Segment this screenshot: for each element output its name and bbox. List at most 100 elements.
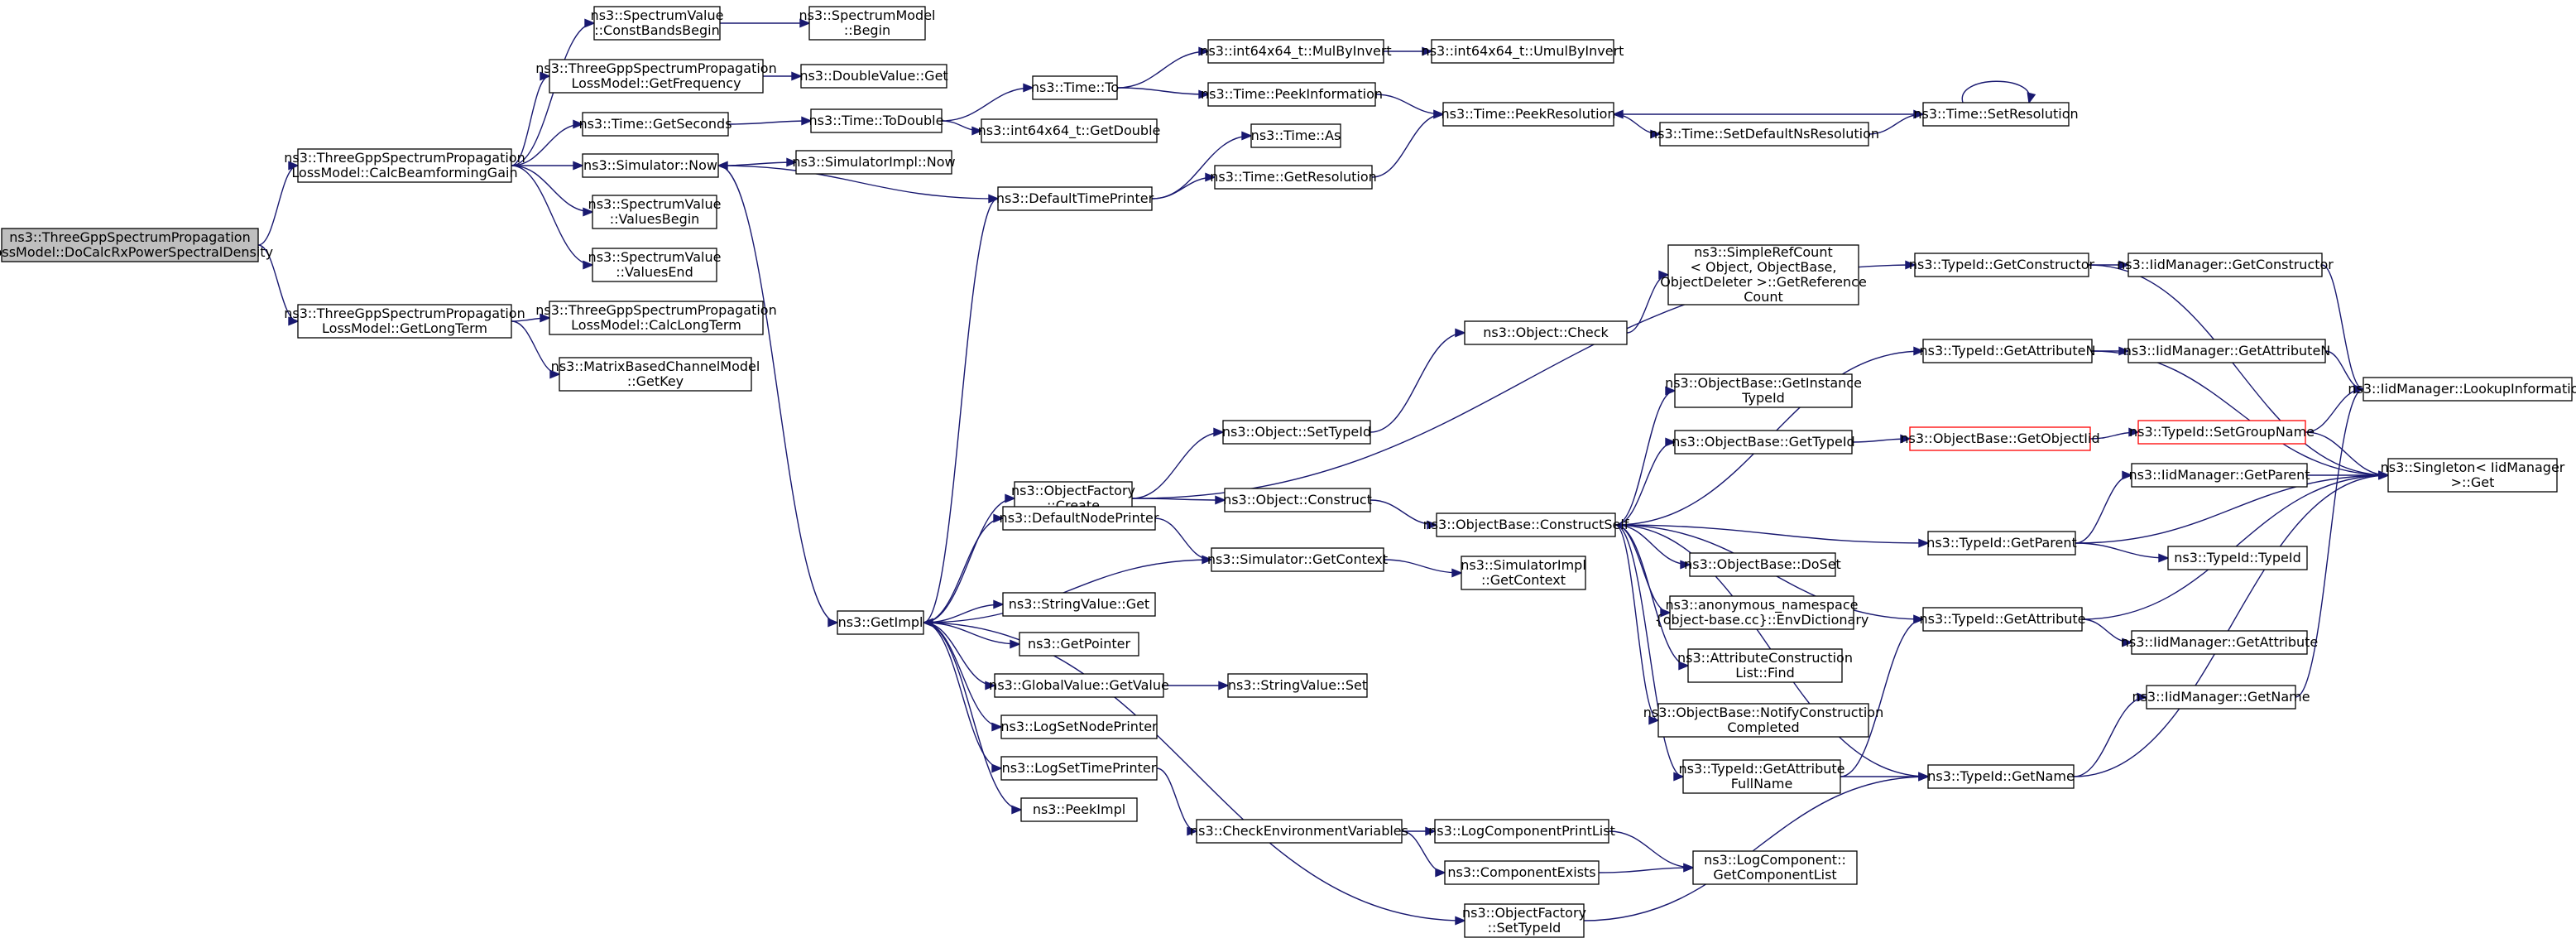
- node-simGetCtx[interactable]: ns3::Simulator::GetContext: [1207, 547, 1388, 572]
- node-obGetTid[interactable]: ns3::ObjectBase::GetTypeId: [1672, 430, 1855, 455]
- node-objSetTid[interactable]: ns3::Object::SetTypeId: [1222, 420, 1371, 445]
- node-checkEnv[interactable]: ns3::CheckEnvironmentVariables: [1190, 819, 1408, 844]
- edge-line: [257, 165, 299, 246]
- node-label: ns3::ObjectBase::GetInstance: [1665, 375, 1862, 391]
- node-root[interactable]: ns3::ThreeGppSpectrumPropagationLossMode…: [0, 228, 273, 262]
- node-timeTo[interactable]: ns3::Time::To: [1031, 75, 1119, 100]
- node-iidGetName[interactable]: ns3::IidManager::GetName: [2132, 685, 2310, 710]
- node-svSet[interactable]: ns3::StringValue::Set: [1227, 673, 1368, 698]
- node-ofSetTid[interactable]: ns3::ObjectFactory::SetTypeId: [1462, 903, 1586, 938]
- node-tidTid[interactable]: ns3::TypeId::TypeId: [2167, 546, 2308, 570]
- node-svGet[interactable]: ns3::StringValue::Get: [1002, 592, 1156, 617]
- node-mulByInv[interactable]: ns3::int64x64_t::MulByInvert: [1200, 39, 1392, 64]
- node-label: ns3::SimpleRefCount: [1694, 244, 1832, 260]
- node-iidGetParent[interactable]: ns3::IidManager::GetParent: [2128, 463, 2310, 488]
- edge-obConstructSelf-obGetInstTid: [1614, 386, 1677, 526]
- node-logCompPrint[interactable]: ns3::LogComponentPrintList: [1428, 819, 1615, 844]
- node-getAttrN[interactable]: ns3::TypeId::GetAttributeN: [1920, 339, 2096, 363]
- node-tidGetAttr[interactable]: ns3::TypeId::GetAttribute: [1919, 607, 2086, 632]
- node-label: ns3::Singleton< IidManager: [2381, 459, 2565, 475]
- node-label: ns3::TypeId::GetName: [1927, 768, 2075, 784]
- node-logSetNP[interactable]: ns3::LogSetNodePrinter: [1000, 714, 1158, 739]
- node-obDoSet[interactable]: ns3::ObjectBase::DoSet: [1684, 552, 1841, 577]
- node-logCompGetList[interactable]: ns3::LogComponent::GetComponentList: [1692, 850, 1858, 885]
- node-simImplGetCtx[interactable]: ns3::SimulatorImpl::GetContext: [1461, 556, 1586, 590]
- node-defTP[interactable]: ns3::DefaultTimePrinter: [996, 186, 1154, 211]
- node-objCheck[interactable]: ns3::Object::Check: [1464, 320, 1628, 345]
- node-smBegin[interactable]: ns3::SpectrumModel::Begin: [799, 6, 936, 41]
- node-getLT[interactable]: ns3::ThreeGppSpectrumPropagationLossMode…: [284, 304, 525, 339]
- node-setDefNs[interactable]: ns3::Time::SetDefaultNsResolution: [1649, 122, 1879, 147]
- node-calcLT[interactable]: ns3::ThreeGppSpectrumPropagationLossMode…: [535, 301, 777, 335]
- call-edges: [257, 18, 2390, 926]
- node-peekRes[interactable]: ns3::Time::PeekResolution: [1441, 102, 1616, 127]
- node-box: [1669, 595, 1854, 630]
- node-gvGetValue[interactable]: ns3::GlobalValue::GetValue: [989, 673, 1169, 698]
- node-box: [549, 301, 764, 335]
- node-compExists[interactable]: ns3::ComponentExists: [1444, 860, 1600, 885]
- edge-getImpl-gvGetValue: [923, 622, 996, 690]
- edge-root-getLT: [257, 244, 300, 326]
- node-toDouble[interactable]: ns3::Time::ToDouble: [809, 108, 944, 133]
- node-calcBF[interactable]: ns3::ThreeGppSpectrumPropagationLossMode…: [284, 148, 525, 183]
- node-iidGetCtor[interactable]: ns3::IidManager::GetConstructor: [2117, 253, 2334, 277]
- edge-arrow: [583, 207, 594, 217]
- edge-arrow: [1451, 568, 1463, 578]
- node-setRes[interactable]: ns3::Time::SetResolution: [1913, 102, 2079, 127]
- node-defNP[interactable]: ns3::DefaultNodePrinter: [1000, 506, 1159, 531]
- node-label: ns3::Simulator::GetContext: [1207, 551, 1388, 567]
- node-box: [1927, 531, 2076, 556]
- node-cbb[interactable]: ns3::SpectrumValue::ConstBandsBegin: [591, 6, 724, 41]
- node-valBegin[interactable]: ns3::SpectrumValue::ValuesBegin: [588, 195, 722, 229]
- edge-arrow: [1218, 681, 1230, 690]
- node-box: [1922, 339, 2093, 363]
- node-getCtor[interactable]: ns3::TypeId::GetConstructor: [1909, 253, 2095, 277]
- node-getFreq[interactable]: ns3::ThreeGppSpectrumPropagationLossMode…: [535, 59, 777, 94]
- node-box: [1674, 430, 1853, 455]
- node-obConstructSelf[interactable]: ns3::ObjectBase::ConstructSelf: [1423, 512, 1629, 537]
- node-iidGetAttrN[interactable]: ns3::IidManager::GetAttributeN: [2123, 339, 2331, 363]
- node-obGetObjTid[interactable]: ns3::ObjectBase::GetObjectIid: [1900, 426, 2100, 451]
- node-peekInfo[interactable]: ns3::Time::PeekInformation: [1201, 82, 1383, 107]
- node-getDouble[interactable]: ns3::int64x64_t::GetDouble: [978, 118, 1161, 143]
- node-box: [1659, 122, 1869, 147]
- node-getPointer[interactable]: ns3::GetPointer: [1019, 632, 1139, 657]
- node-getImpl[interactable]: ns3::GetImpl: [837, 610, 924, 635]
- node-simNow[interactable]: ns3::Simulator::Now: [582, 153, 719, 178]
- node-ofCreate[interactable]: ns3::ObjectFactory::Create: [1011, 481, 1135, 516]
- node-iidGetAttr[interactable]: ns3::IidManager::GetAttribute: [2121, 630, 2319, 655]
- node-tidGetParent[interactable]: ns3::TypeId::GetParent: [1926, 531, 2077, 556]
- node-label: ::SetTypeId: [1488, 920, 1561, 936]
- node-label: ns3::IidManager::GetName: [2132, 689, 2310, 705]
- node-logSetTP[interactable]: ns3::LogSetTimePrinter: [1000, 756, 1158, 781]
- node-simImplNow[interactable]: ns3::SimulatorImpl::Now: [792, 150, 956, 175]
- node-box: [1227, 673, 1368, 698]
- node-valEnd[interactable]: ns3::SpectrumValue::ValuesEnd: [588, 248, 722, 282]
- edge-setRes-setRes: [1961, 80, 2036, 104]
- node-tidSetGroup[interactable]: ns3::TypeId::SetGroupName: [2129, 420, 2315, 445]
- node-umulByInv[interactable]: ns3::int64x64_t::UmulByInvert: [1422, 39, 1624, 64]
- edge-line: [717, 165, 838, 623]
- node-box: [1431, 39, 1614, 64]
- edge-arrow: [971, 126, 983, 136]
- node-timeAs[interactable]: ns3::Time::As: [1250, 123, 1341, 148]
- node-box: [1914, 253, 2089, 277]
- node-objConstruct[interactable]: ns3::Object::Construct: [1223, 488, 1372, 512]
- node-label: ns3::StringValue::Set: [1228, 677, 1367, 693]
- node-singletonGet[interactable]: ns3::Singleton< IidManager>::Get: [2381, 458, 2565, 493]
- node-tidGetName[interactable]: ns3::TypeId::GetName: [1927, 764, 2075, 789]
- node-srcGetRef[interactable]: ns3::SimpleRefCount< Object, ObjectBase,…: [1660, 244, 1867, 306]
- edge-line: [1614, 524, 1689, 666]
- node-label: ns3::ObjectBase::GetObjectIid: [1900, 431, 2099, 446]
- node-obNotify[interactable]: ns3::ObjectBase::NotifyConstructionCompl…: [1643, 703, 1883, 738]
- node-getSec[interactable]: ns3::Time::GetSeconds: [578, 112, 732, 137]
- node-dvGet[interactable]: ns3::DoubleValue::Get: [799, 64, 948, 89]
- node-getKey[interactable]: ns3::MatrixBasedChannelModel::GetKey: [551, 357, 760, 392]
- node-getRes[interactable]: ns3::Time::GetResolution: [1210, 165, 1377, 190]
- node-anonEnv[interactable]: ns3::anonymous_namespace{object-base.cc}…: [1655, 595, 1869, 630]
- node-lookupInfo[interactable]: ns3::IidManager::LookupInformation: [2348, 377, 2576, 402]
- node-peekImpl[interactable]: ns3::PeekImpl: [1020, 797, 1138, 822]
